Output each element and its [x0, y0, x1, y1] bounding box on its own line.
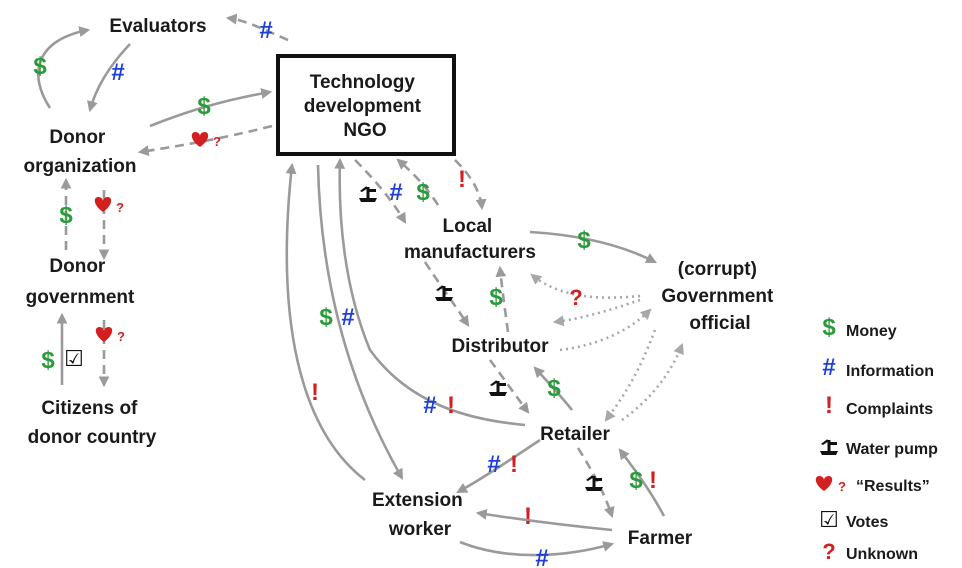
- legend-unknown-symbol: ?: [822, 539, 835, 564]
- node-extension-worker: Extension worker: [372, 490, 468, 540]
- node-donor-organization: Donor organization: [24, 127, 137, 177]
- node-retailer: Retailer: [540, 424, 610, 445]
- money-label: $: [489, 284, 503, 311]
- information-label: #: [423, 392, 436, 419]
- complaint-label: !: [458, 166, 466, 193]
- legend: $ Money # Information ! Complaints Water…: [815, 314, 938, 564]
- legend-information-symbol: #: [822, 354, 835, 381]
- information-label: #: [535, 545, 548, 568]
- heart-icon: [191, 132, 209, 147]
- information-label: #: [487, 451, 500, 478]
- heart-icon: [95, 327, 113, 342]
- water-pump-icon: [489, 380, 507, 396]
- checkbox-icon: ☑: [819, 508, 839, 533]
- water-pump-icon: [820, 439, 838, 455]
- money-label: $: [629, 467, 643, 494]
- legend-complaints-symbol: !: [825, 392, 833, 419]
- legend-money-symbol: $: [822, 314, 836, 341]
- complaint-label: !: [524, 503, 532, 530]
- money-label: $: [33, 53, 47, 80]
- information-label: #: [111, 59, 124, 86]
- legend-complaints-label: Complaints: [846, 401, 933, 418]
- complaint-label: !: [510, 451, 518, 478]
- unknown-small: ?: [117, 329, 125, 344]
- flow-labels: $ # # $ ? $ ? $ ☑ ? # $ ! $ ? $ $ # ! # …: [33, 17, 657, 568]
- node-local-manufacturers: Local manufacturers: [404, 216, 536, 263]
- checkbox-icon: ☑: [64, 347, 84, 372]
- legend-votes-label: Votes: [846, 514, 888, 531]
- complaint-label: !: [311, 379, 319, 406]
- water-pump-icon: [585, 475, 603, 491]
- money-label: $: [547, 375, 561, 402]
- legend-information-label: Information: [846, 363, 934, 380]
- node-distributor: Distributor: [451, 336, 549, 357]
- legend-water-pump-label: Water pump: [846, 441, 938, 458]
- money-label: $: [319, 304, 333, 331]
- heart-icon: [94, 197, 112, 212]
- arrows: [36, 13, 684, 557]
- money-label: $: [416, 179, 430, 206]
- money-label: $: [59, 202, 73, 229]
- ngo-box: [276, 54, 456, 156]
- node-ngo: Technology development NGO: [304, 72, 426, 141]
- complaint-label: !: [447, 392, 455, 419]
- money-label: $: [41, 347, 55, 374]
- water-pump-icon: [359, 186, 377, 202]
- legend-money-label: Money: [846, 323, 897, 340]
- unknown-small: ?: [838, 479, 846, 494]
- legend-unknown-label: Unknown: [846, 546, 918, 563]
- information-label: #: [259, 17, 272, 44]
- complaint-label: !: [649, 467, 657, 494]
- legend-results-label: “Results”: [856, 478, 930, 495]
- nodes: Evaluators Technology development NGO Do…: [24, 16, 778, 549]
- unknown-small: ?: [116, 200, 124, 215]
- unknown-small: ?: [213, 134, 221, 149]
- money-label: $: [577, 227, 591, 254]
- information-label: #: [389, 179, 402, 206]
- node-evaluators: Evaluators: [109, 16, 206, 37]
- node-government-official: (corrupt) Government official: [661, 259, 778, 334]
- node-farmer: Farmer: [628, 528, 693, 549]
- node-donor-government: Donor government: [26, 256, 135, 308]
- heart-icon: [815, 476, 833, 491]
- information-label: #: [341, 304, 354, 331]
- node-citizens: Citizens of donor country: [28, 398, 157, 448]
- unknown-label: ?: [569, 285, 582, 310]
- money-label: $: [197, 93, 211, 120]
- water-pump-icon: [435, 285, 453, 301]
